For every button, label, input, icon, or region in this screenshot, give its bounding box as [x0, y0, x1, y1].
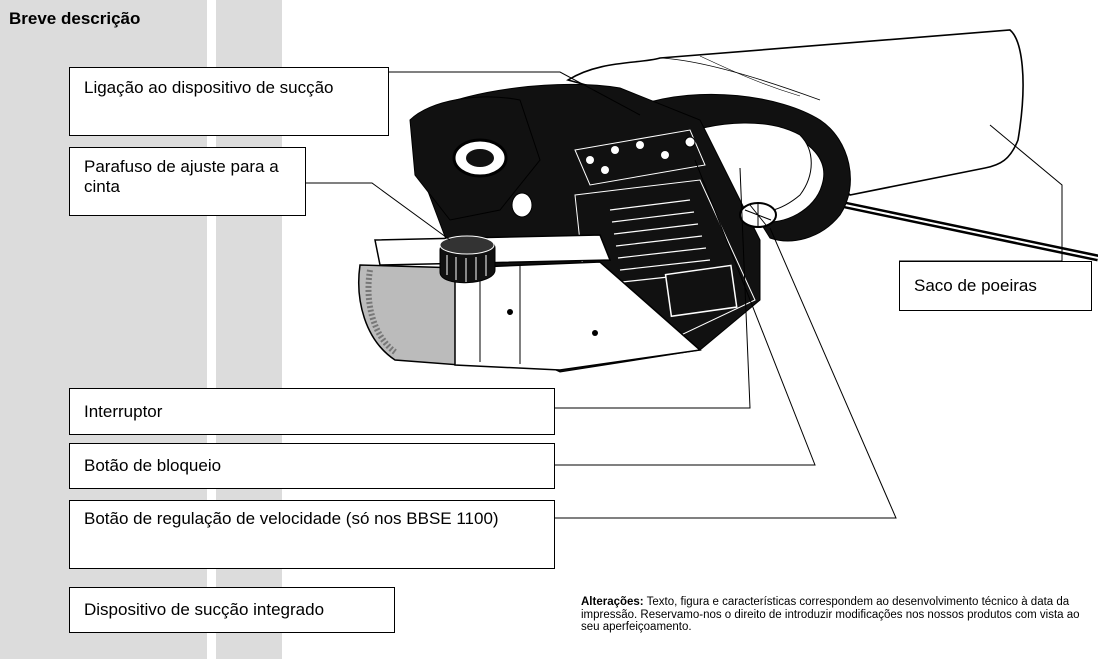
label-lock-button: Botão de bloqueio [69, 443, 555, 489]
changes-note-heading: Alterações: [581, 596, 644, 608]
page-title: Breve descrição [9, 9, 141, 28]
label-integrated-suction: Dispositivo de sucção integrado [69, 587, 395, 633]
changes-note: Alterações: Texto, figura e característi… [581, 596, 1091, 634]
label-suction-connection: Ligação ao dispositivo de sucção [69, 67, 389, 136]
changes-note-text: Texto, figura e características correspo… [581, 596, 1080, 633]
label-speed-button: Botão de regulação de velocidade (só nos… [69, 500, 555, 569]
label-dust-bag: Saco de poeiras [899, 261, 1092, 311]
label-belt-adjust-screw: Parafuso de ajuste para a cinta [69, 147, 306, 216]
label-switch: Interruptor [69, 388, 555, 435]
leader-lines [306, 71, 1063, 519]
